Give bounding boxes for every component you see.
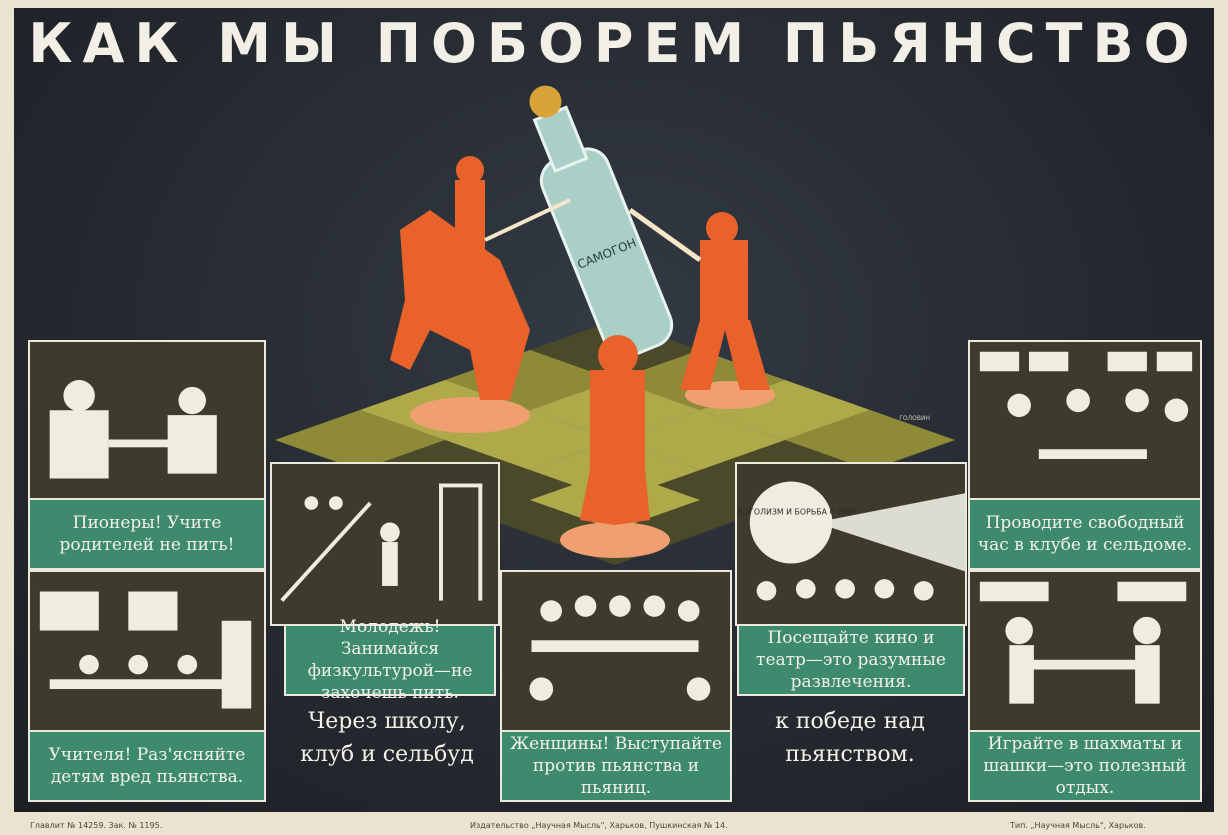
- sport-illustration: [270, 462, 500, 626]
- caption-chess: Играйте в шахматы и шашки—это полезный о…: [968, 730, 1202, 802]
- footer-center: Издательство „Научная Мысль", Харьков, П…: [470, 821, 728, 830]
- caption-pioneers: Пионеры! Учите родителей не пить!: [28, 498, 266, 570]
- imprint-footer: Главлит № 14259. Зак. № 1195. Издательст…: [0, 815, 1228, 835]
- chess-scene-illustration: САМОГОН ГОЛОВИН: [275, 85, 955, 565]
- chess-players-illustration: [968, 570, 1202, 732]
- footer-right: Тип. „Научная Мысль", Харьков.: [1010, 821, 1146, 830]
- slogan-left: Через школу, клуб и сельбуд: [300, 709, 474, 767]
- poster-title: КАК МЫ ПОБОРЕМ ПЬЯНСТВО: [28, 12, 1200, 75]
- teachers-illustration: [28, 570, 266, 732]
- caption-youth: Молодежь! Занимайся физкультурой—не захо…: [284, 617, 496, 703]
- women-illustration: [500, 570, 732, 732]
- horseman-figure: [390, 156, 571, 433]
- caption-teachers: Учителя! Раз'ясняйте детям вред пьянства…: [28, 730, 266, 802]
- pawn-figure: [560, 335, 670, 558]
- cinema-illustration: АЛКОГОЛИЗМ И БОРЬБА С НИМ: [735, 462, 967, 626]
- pioneers-illustration: [28, 340, 266, 500]
- samogon-bottle: САМОГОН: [529, 85, 674, 359]
- artist-signature: ГОЛОВИН: [899, 415, 930, 422]
- club-illustration: [968, 340, 1202, 500]
- caption-women: Женщины! Выступайте против пьянства и пь…: [500, 730, 732, 802]
- caption-club: Проводите свободный час в клубе и сельдо…: [968, 498, 1202, 570]
- worker-figure: [628, 207, 775, 409]
- slogan-right: к победе над пьянством.: [775, 709, 925, 767]
- caption-cinema: Посещайте кино и театр—это разумные разв…: [737, 624, 965, 696]
- cinema-screen-text: АЛКОГОЛИЗМ И БОРЬБА С НИМ: [737, 508, 856, 517]
- footer-left: Главлит № 14259. Зак. № 1195.: [30, 821, 163, 830]
